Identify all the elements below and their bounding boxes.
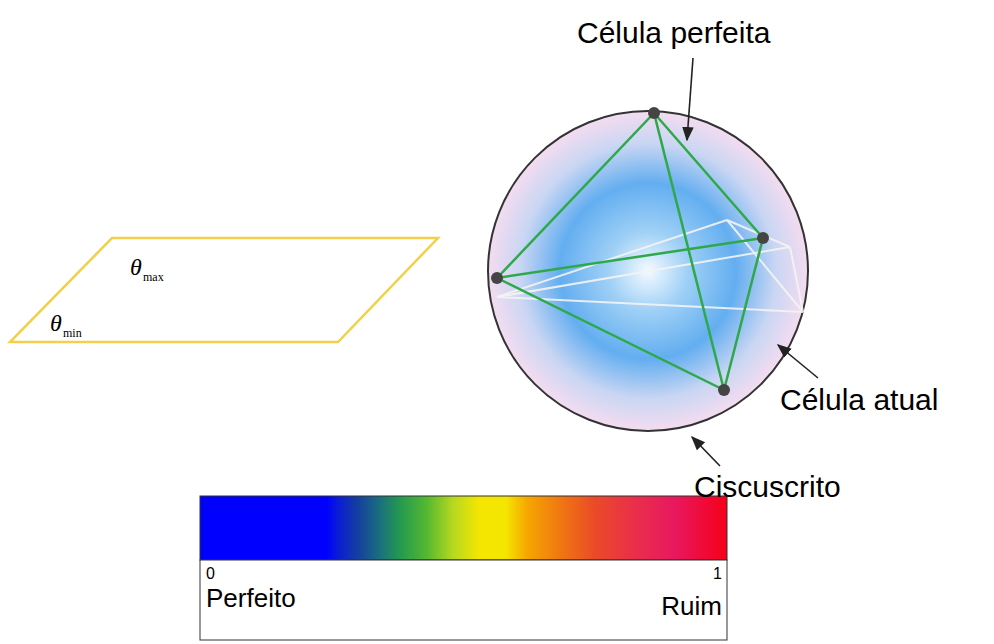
angle-symbol: θ	[130, 254, 142, 280]
scale-value: 1	[713, 565, 722, 583]
perfect-cell	[497, 113, 763, 390]
color-scale-bar	[200, 496, 727, 560]
scale-label: Ruim	[661, 592, 722, 621]
scale-value: 0	[206, 565, 215, 583]
scale-label: Perfeito	[206, 584, 296, 613]
parallelogram-cell	[10, 238, 438, 342]
callout-label: Célula perfeita	[577, 16, 770, 49]
circumsphere	[488, 111, 808, 431]
callout-label: Célula atual	[780, 383, 938, 416]
callout-label: Ciscuscrito	[694, 470, 841, 503]
angle-subscript: max	[143, 271, 164, 284]
vertex-dots	[491, 107, 769, 396]
angle-symbol: θ	[50, 310, 62, 336]
angle-subscript: min	[63, 327, 82, 340]
color-scale-box	[200, 560, 727, 640]
